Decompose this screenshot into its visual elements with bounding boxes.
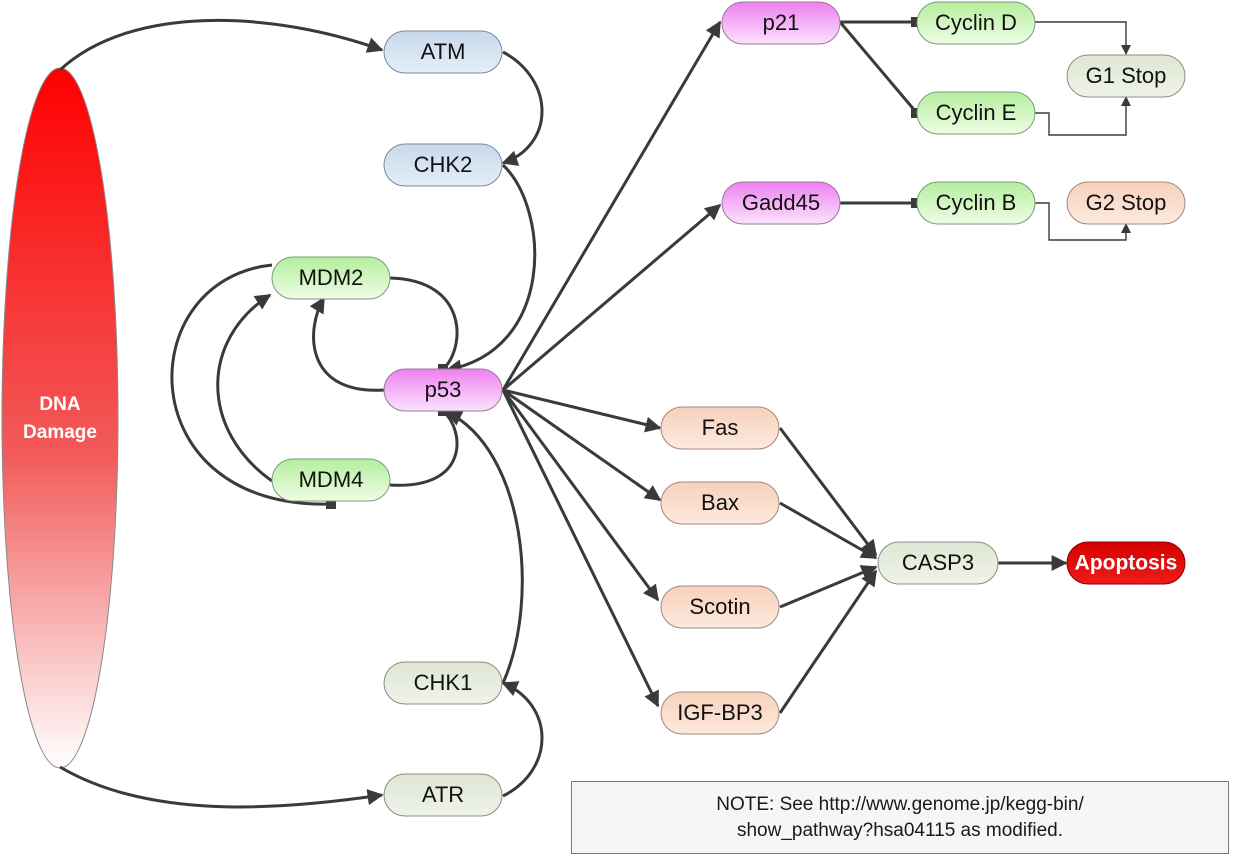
node-apoptosis-label: Apoptosis [1075,552,1178,575]
edge-cyclin-e-to-g1-stop [1034,96,1131,136]
edge-p53-to-igfbp3 [501,389,660,708]
node-g2-stop-label: G2 Stop [1086,190,1167,215]
edge-igfbp3-to-casp3 [778,569,878,714]
node-cyclin-e[interactable]: Cyclin E [916,91,1036,135]
node-scotin[interactable]: Scotin [660,585,780,629]
node-cyclin-b[interactable]: Cyclin B [916,181,1036,225]
edge-atr-to-chk1 [501,681,544,798]
node-g1-stop-label: G1 Stop [1086,63,1167,88]
node-bax[interactable]: Bax [660,481,780,525]
edge-atm-to-chk2 [501,50,544,166]
node-cyclin-d-label: Cyclin D [935,10,1017,35]
note-box: NOTE: See http://www.genome.jp/kegg-bin/… [571,781,1229,854]
node-p21-label: p21 [763,10,800,35]
edge-mdm2-inhibits-mdm4 [170,263,332,506]
edge-mdm2-mdm4-inhibit-bar [326,499,336,509]
edge-fas-to-casp3 [778,427,878,557]
edge-mdm4-inhibits-p53 [389,409,459,487]
node-casp3-label: CASP3 [902,550,974,575]
node-mdm4-label: MDM4 [299,467,364,492]
edge-gadd45-cyclin-b-inhibit-bar [911,198,921,208]
node-atr[interactable]: ATR [383,773,503,817]
dna-damage-node: DNA Damage [1,67,119,769]
node-igf-bp3[interactable]: IGF-BP3 [660,691,780,735]
node-mdm2-label: MDM2 [299,265,364,290]
node-g2-stop[interactable]: G2 Stop [1066,181,1186,225]
edge-p53-to-scotin [501,389,660,602]
node-p53-label: p53 [425,377,462,402]
edge-bax-to-casp3 [779,501,878,560]
node-p53[interactable]: p53 [383,368,503,412]
edge-p53-to-bax [502,388,662,502]
node-fas-label: Fas [702,415,739,440]
edge-p53-to-p21 [501,20,722,391]
edge-dna-to-atm [58,18,384,72]
edge-p21-cyclin-d-inhibit-bar [911,17,921,27]
node-chk1[interactable]: CHK1 [383,661,503,705]
edge-cyclin-b-to-g2-stop [1034,202,1131,241]
nodes: ATM CHK2 MDM2 p53 MDM4 CHK1 ATR p21 [271,1,1186,817]
node-chk2-label: CHK2 [414,152,473,177]
edge-p21-inhibits-cyclin-e [838,21,918,113]
edge-mdm4-to-mdm2 [216,293,273,483]
edge-p21-cyclin-e-inhibit-bar [911,108,921,118]
node-bax-label: Bax [701,490,739,515]
node-atm[interactable]: ATM [383,30,503,74]
edge-cyclin-d-to-g1-stop [1034,21,1131,55]
node-casp3[interactable]: CASP3 [877,541,999,585]
edge-p53-to-fas [502,388,662,433]
node-fas[interactable]: Fas [660,406,780,450]
node-g1-stop[interactable]: G1 Stop [1066,54,1186,98]
node-p21[interactable]: p21 [721,1,841,45]
edge-chk1-to-p53 [445,410,524,684]
node-cyclin-b-label: Cyclin B [936,190,1017,215]
dna-damage-label-line2: Damage [23,422,97,443]
node-gadd45[interactable]: Gadd45 [721,181,841,225]
node-cyclin-d[interactable]: Cyclin D [916,1,1036,45]
node-mdm2[interactable]: MDM2 [271,256,391,300]
edge-mdm2-inhibits-p53 [389,276,459,371]
node-chk2[interactable]: CHK2 [383,143,503,187]
node-atm-label: ATM [421,39,466,64]
node-cyclin-e-label: Cyclin E [936,100,1017,125]
node-mdm4[interactable]: MDM4 [271,458,391,502]
dna-damage-label-line1: DNA [39,394,80,415]
note-line-1: NOTE: See http://www.genome.jp/kegg-bin/ [716,793,1084,815]
note-line-2: show_pathway?hsa04115 as modified. [736,819,1064,841]
edge-scotin-to-casp3 [779,565,878,609]
edge-dna-to-atr [59,765,384,809]
node-scotin-label: Scotin [689,594,750,619]
node-igf-bp3-label: IGF-BP3 [677,700,763,725]
edges [58,17,1131,809]
edge-chk2-to-p53 [445,163,537,376]
node-chk1-label: CHK1 [414,670,473,695]
edge-p53-to-mdm2 [309,296,385,392]
node-gadd45-label: Gadd45 [742,190,820,215]
edge-p53-to-gadd45 [502,203,722,392]
node-apoptosis[interactable]: Apoptosis [1066,541,1186,585]
node-atr-label: ATR [422,782,464,807]
